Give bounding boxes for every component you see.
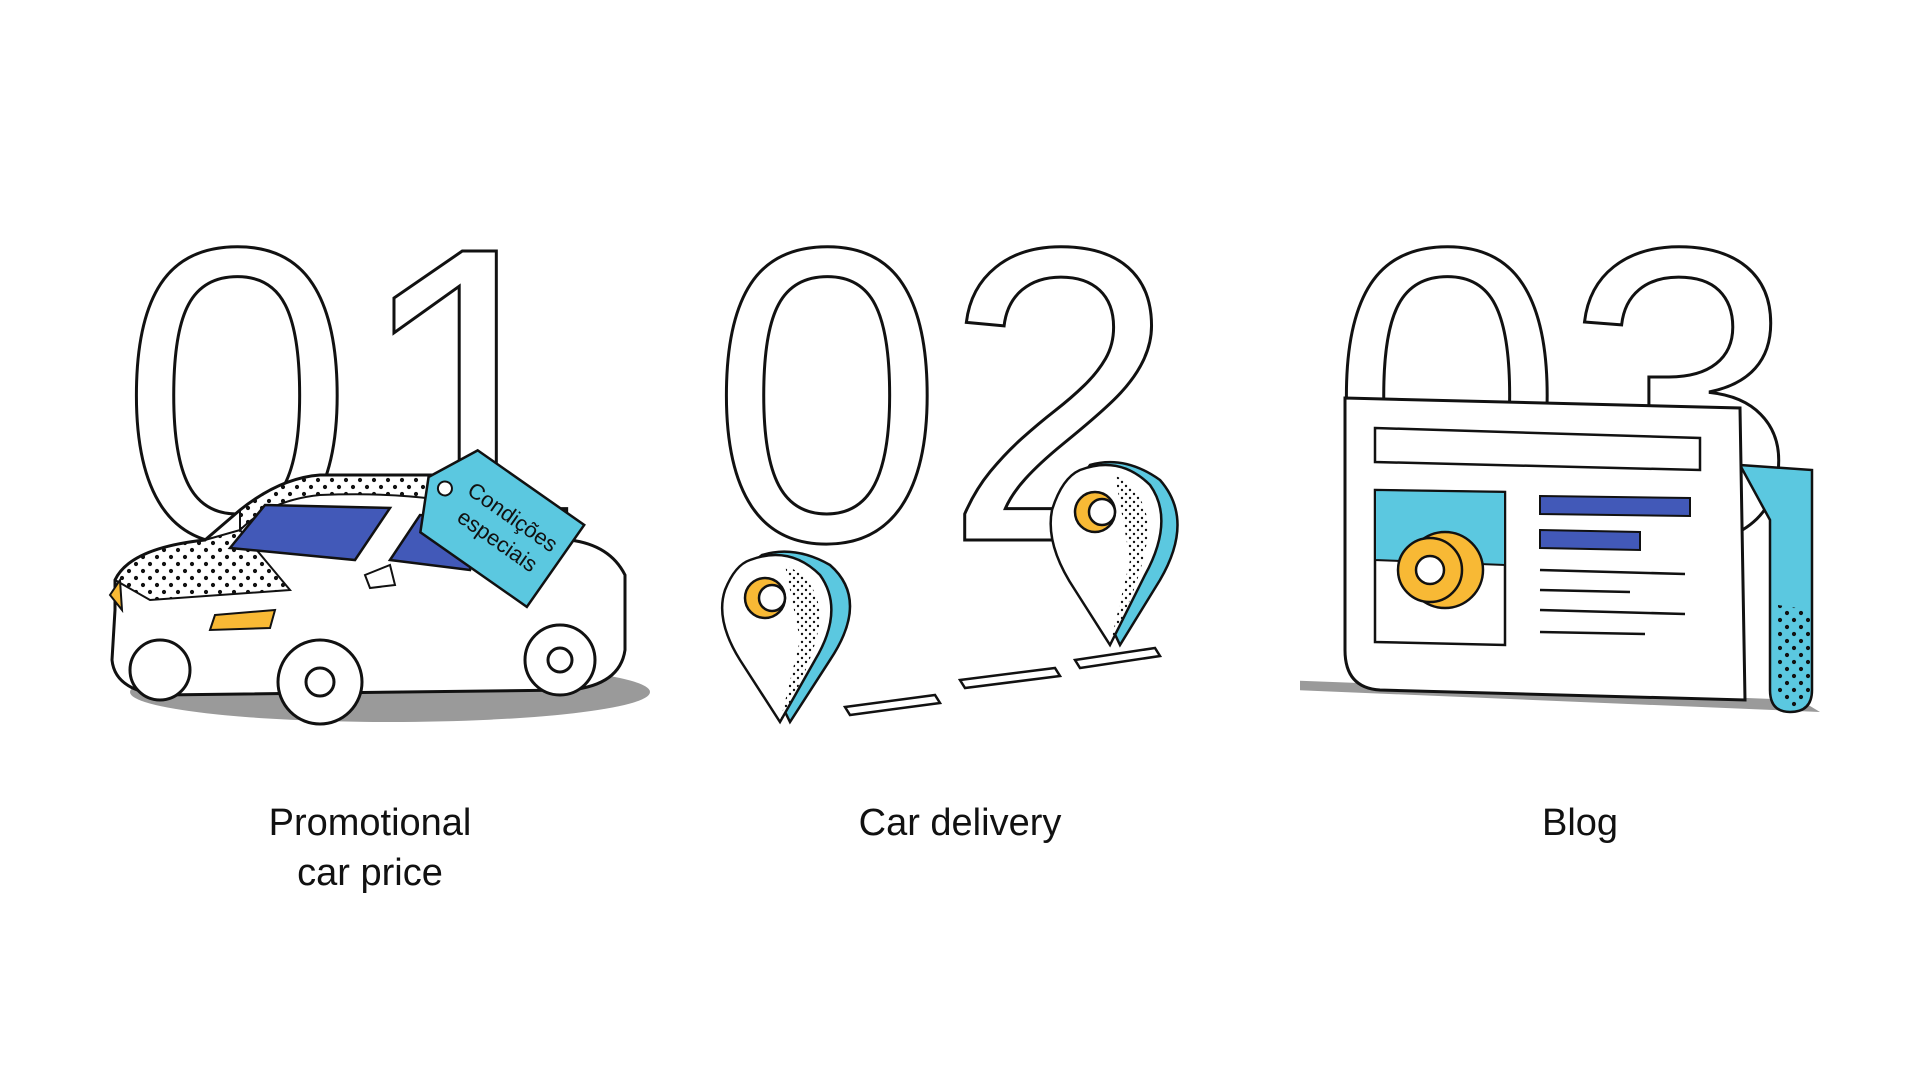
feature-03-illustration: 03 (1300, 160, 1820, 714)
feature-03-caption: Blog (1541, 802, 1619, 844)
feature-02-caption: Car delivery (858, 802, 1062, 844)
price-tag: Condições especiais (419, 448, 586, 609)
feature-promotional-price[interactable]: 01 (90, 0, 650, 1080)
newspaper-icon (1300, 396, 1820, 714)
feature-01-caption: Promotional car price (268, 802, 472, 894)
feature-02-illustration: 02 (709, 160, 1179, 725)
map-pins-route-icon (720, 460, 1179, 725)
feature-blog[interactable]: 03 (1300, 0, 1860, 1080)
feature-car-delivery[interactable]: 02 Car delivery (680, 0, 1240, 1080)
feature-01-illustration: 01 (108, 160, 650, 726)
car-with-price-tag-icon: Condições especiais (108, 448, 650, 726)
